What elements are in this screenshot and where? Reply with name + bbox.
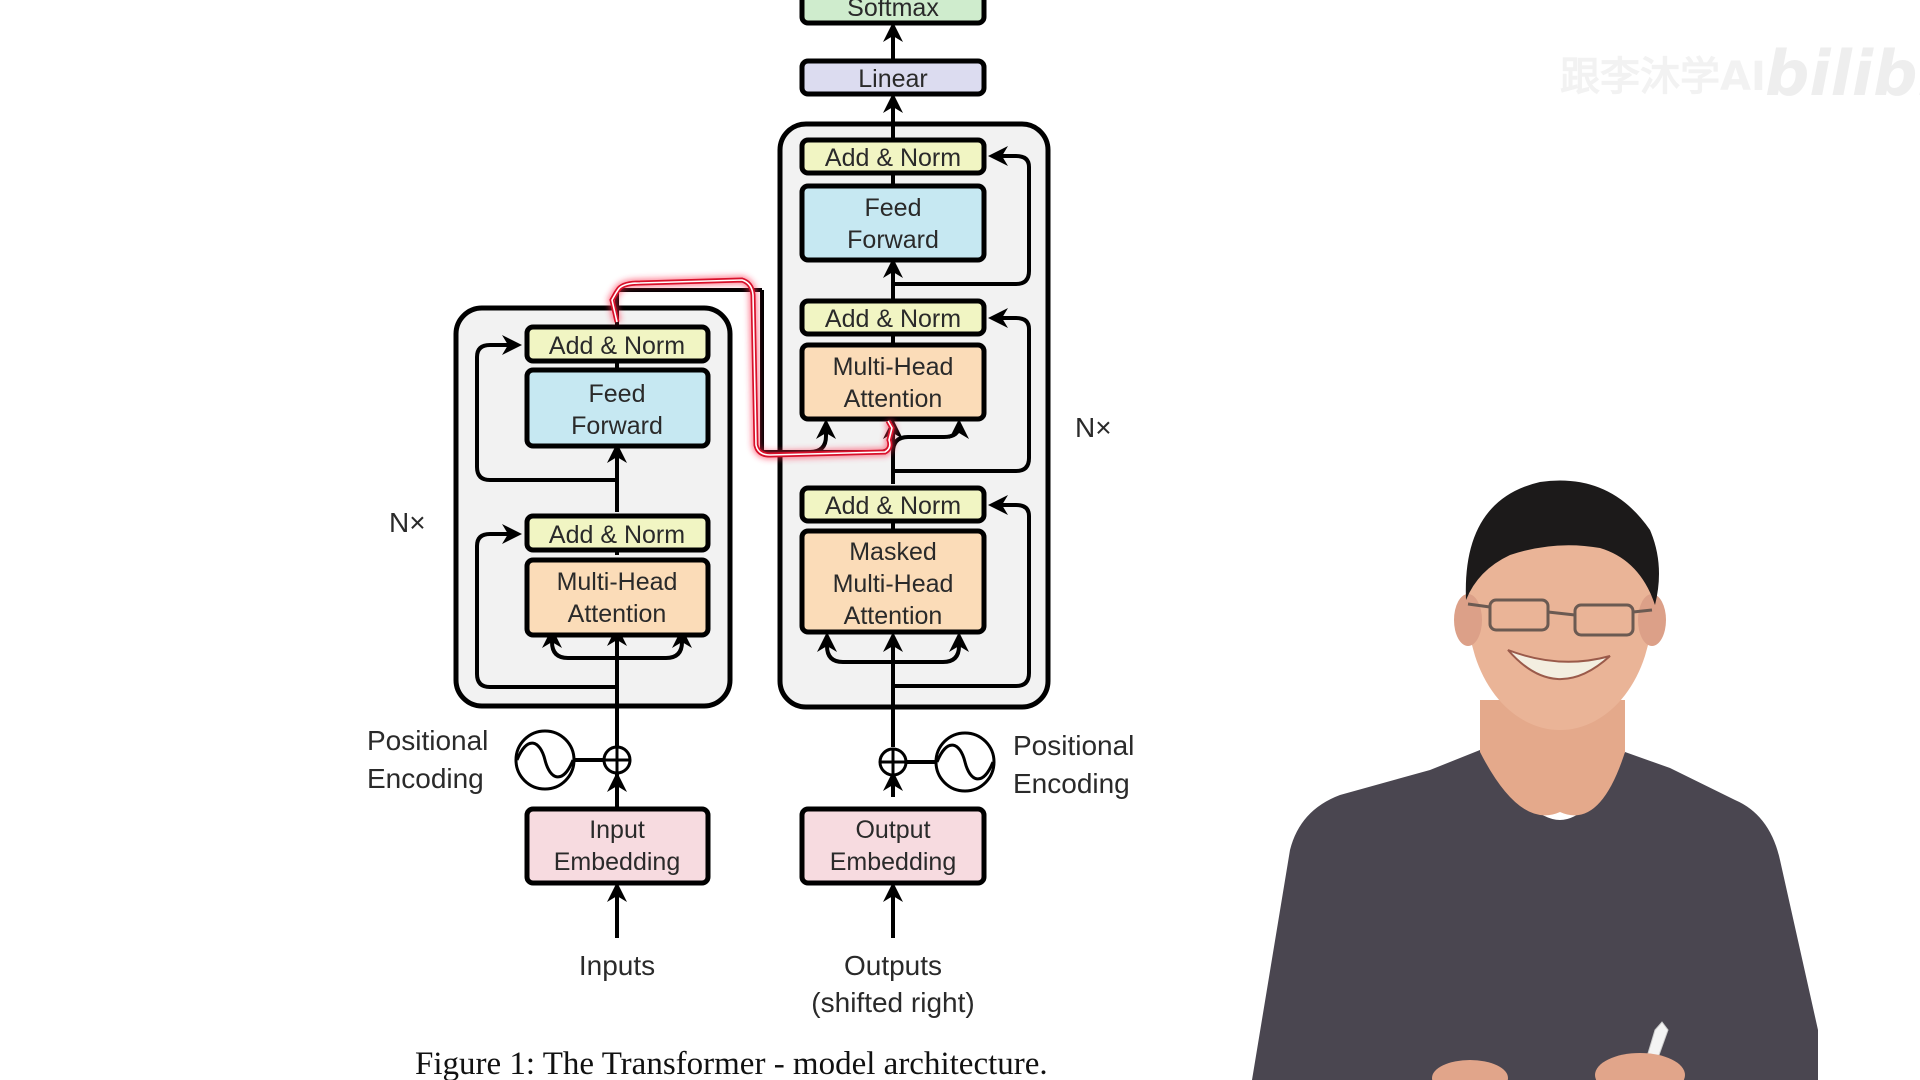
- decoder-positional-encoding: Positional Encoding: [878, 730, 1134, 799]
- label: Add & Norm: [549, 521, 685, 549]
- label-line-2: Multi-Head: [833, 570, 954, 598]
- figure-caption: Figure 1: The Transformer - model archit…: [415, 1046, 1048, 1080]
- label-line-2: Embedding: [554, 848, 680, 876]
- label: Linear: [858, 65, 928, 93]
- presenter: [1252, 480, 1818, 1080]
- inputs-label: Inputs: [579, 950, 655, 981]
- decoder-nx-label: N×: [1075, 412, 1112, 443]
- label-line-1: Positional: [1013, 730, 1134, 761]
- red-annotation-stroke: [607, 275, 897, 460]
- encoder-residual-attn: [475, 524, 617, 689]
- encoder-add-norm-bottom: Add & Norm: [524, 513, 711, 553]
- label-line-3: Attention: [844, 602, 943, 630]
- decoder-residual-masked: [893, 495, 1031, 688]
- label-line-2: Encoding: [367, 763, 484, 794]
- encoder-multi-head-attention: Multi-Head Attention: [524, 557, 711, 638]
- outputs-shifted-label: (shifted right): [811, 987, 974, 1018]
- decoder-add-norm-middle: Add & Norm: [799, 298, 987, 337]
- label-line-1: Masked: [849, 538, 937, 566]
- decoder-feed-forward: Feed Forward: [799, 183, 987, 263]
- label-line-1: Positional: [367, 725, 488, 756]
- label: Add & Norm: [825, 305, 961, 333]
- presenter-shirt: [1252, 750, 1818, 1080]
- decoder-masked-fork-left: [817, 632, 893, 664]
- presenter-ear-right: [1638, 594, 1666, 646]
- sine-wave-icon: [934, 731, 996, 793]
- presenter-smile: [1507, 649, 1611, 680]
- encoder-attn-fork-right: [617, 628, 692, 660]
- bilibili-logo: bilibili: [1765, 37, 1920, 110]
- label-line-2: Forward: [847, 226, 939, 254]
- decoder-residual-ff: [893, 146, 1031, 286]
- label-line-1: Multi-Head: [557, 568, 678, 596]
- label-line-1: Output: [855, 816, 930, 844]
- presenter-ear-left: [1454, 594, 1482, 646]
- presenter-hand: [1595, 1053, 1685, 1080]
- label-line-2: Embedding: [830, 848, 956, 876]
- encoder-positional-encoding: Positional Encoding: [367, 725, 632, 794]
- label-line-1: Feed: [865, 194, 922, 222]
- decoder-cross-attention: Multi-Head Attention: [799, 342, 987, 422]
- label-line-1: Feed: [589, 380, 646, 408]
- label-line-1: Multi-Head: [833, 353, 954, 381]
- linear-box: Linear: [799, 58, 987, 97]
- presenter-hair: [1465, 480, 1659, 605]
- decoder-add-norm-top: Add & Norm: [799, 137, 987, 176]
- encoder-feed-forward: Feed Forward: [524, 367, 711, 449]
- label: Add & Norm: [825, 492, 961, 520]
- outputs-label: Outputs: [844, 950, 942, 981]
- encoder-attn-fork-left: [542, 628, 617, 660]
- decoder-output-embedding: Output Embedding: [799, 806, 987, 886]
- sine-wave-icon: [514, 729, 576, 791]
- presenter-neck: [1480, 700, 1625, 816]
- label-line-2: Forward: [571, 412, 663, 440]
- label-line-2: Encoding: [1013, 768, 1130, 799]
- label-line-2: Attention: [844, 385, 943, 413]
- label: Softmax: [847, 0, 939, 22]
- encoder-add-norm-top: Add & Norm: [524, 324, 711, 364]
- presenter-hand-left: [1432, 1060, 1508, 1080]
- label: Add & Norm: [825, 144, 961, 172]
- softmax-box: Softmax: [799, 0, 987, 26]
- encoder-nx-label: N×: [389, 507, 426, 538]
- decoder-residual-cross: [893, 308, 1031, 473]
- watermark-channel-text: 跟李沐学AI: [1560, 54, 1766, 100]
- label-line-2: Attention: [568, 600, 667, 628]
- label: Add & Norm: [549, 332, 685, 360]
- decoder-add-norm-bottom: Add & Norm: [799, 485, 987, 524]
- glasses-icon: [1467, 598, 1653, 637]
- label-line-1: Input: [589, 816, 645, 844]
- decoder: Softmax Linear Add & Norm Feed Forward A…: [617, 0, 1134, 1018]
- encoder-input-embedding: Input Embedding: [524, 806, 711, 886]
- encoder: Add & Norm Feed Forward Add & Norm Multi…: [367, 290, 733, 981]
- watermark: 跟李沐学AI bilibili: [1560, 37, 1920, 110]
- encoder-residual-ff: [475, 335, 617, 482]
- decoder-masked-fork-right: [893, 632, 969, 664]
- decoder-masked-attention: Masked Multi-Head Attention: [799, 528, 987, 635]
